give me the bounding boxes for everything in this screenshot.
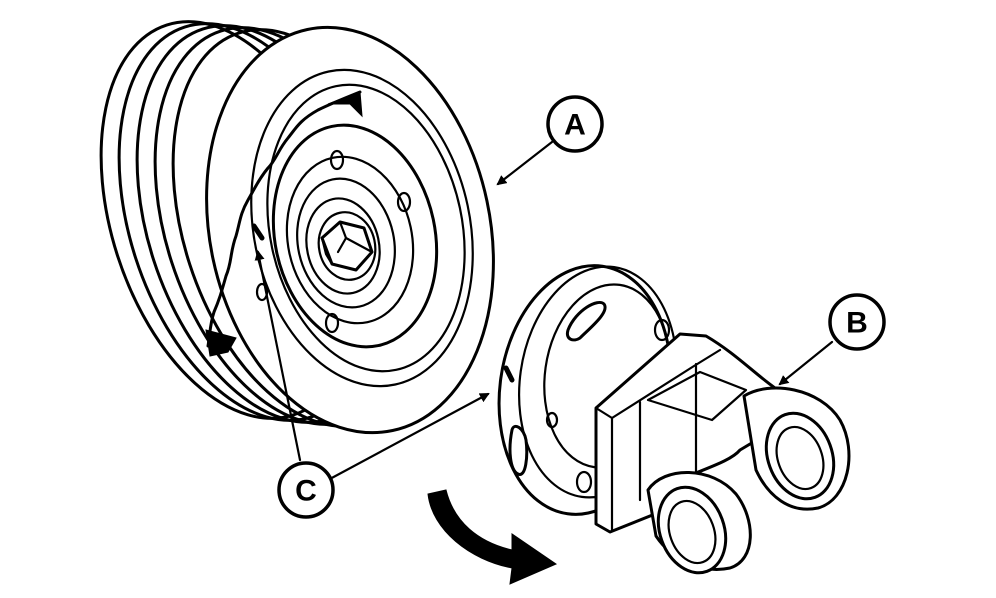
pulley-face-ring-mid [266,83,466,373]
flange-timing-mark [503,365,515,383]
rotation-arrow [427,489,558,585]
cutaway-wedge-top [327,91,363,118]
flange-hole [575,470,593,494]
flange-slot [508,424,529,476]
cutaway-edge [206,90,362,348]
bolt-hole [324,312,340,334]
leader-lines [254,140,834,482]
hex-bolt [317,211,377,281]
leader-c-flange [326,392,490,482]
callout-a-label: A [564,109,586,142]
flange-slot [565,301,607,342]
callout-b-label: B [846,307,868,340]
leader-c-pulley [254,250,302,462]
callout-c-label: C [295,475,317,508]
bolt-hole [396,191,412,213]
flange-hole [545,411,559,429]
callout-c: C [277,461,335,519]
yoke-bracket [594,332,851,575]
flange-hole [653,318,671,342]
leader-b [778,340,834,386]
pulley-timing-mark [251,223,265,241]
callout-a: A [546,95,604,153]
callout-b: B [828,293,886,351]
pulley [99,20,495,435]
bolt-hole [329,149,345,171]
cutaway-wedge-bottom [205,329,237,357]
leader-a [496,140,554,186]
